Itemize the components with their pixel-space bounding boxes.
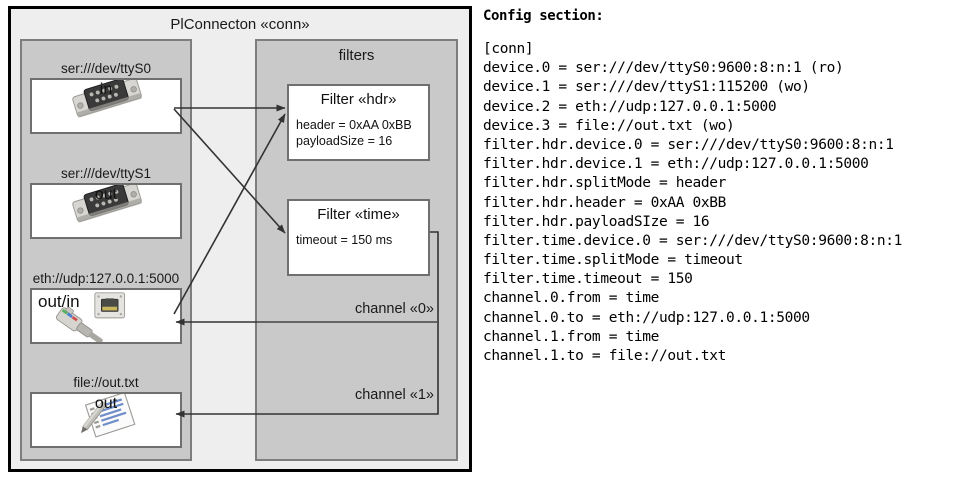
device-ttys1-direction: out bbox=[94, 186, 118, 203]
config-line: channel.1.from = time bbox=[483, 328, 659, 345]
config-line: filter.hdr.payloadSIze = 16 bbox=[483, 213, 710, 230]
device-ttys1-caption: ser:///dev/ttyS1 bbox=[60, 166, 152, 181]
ethernet-jack-icon bbox=[55, 292, 126, 342]
config-line: filter.time.device.0 = ser:///dev/ttyS0:… bbox=[483, 232, 902, 249]
config-line: channel.0.from = time bbox=[483, 290, 659, 307]
serial-port-icon bbox=[72, 185, 142, 223]
serial-port-icon bbox=[72, 80, 142, 118]
device-eth[interactable]: eth://udp:127.0.0.1:5000 out/in bbox=[30, 271, 182, 344]
connector-diagram: PlConnecton «conn» filters ser:///dev/tt… bbox=[8, 6, 472, 472]
device-file-direction: out bbox=[94, 395, 118, 412]
device-eth-box[interactable]: out/in bbox=[30, 288, 182, 344]
config-line: filter.hdr.header = 0xAA 0xBB bbox=[483, 194, 727, 211]
filter-hdr-title: Filter «hdr» bbox=[320, 91, 397, 108]
device-file-box[interactable]: out bbox=[30, 392, 182, 448]
channel-1-label: channel «1» bbox=[354, 387, 434, 403]
filter-time[interactable]: Filter «time» timeout = 150 ms bbox=[287, 199, 430, 276]
config-heading: Config section: bbox=[483, 8, 604, 24]
config-line: filter.hdr.device.0 = ser:///dev/ttyS0:9… bbox=[483, 136, 894, 153]
device-ttys1[interactable]: ser:///dev/ttyS1 out bbox=[30, 166, 182, 239]
config-line: [conn] bbox=[483, 41, 534, 57]
config-line: filter.hdr.device.1 = eth://udp:127.0.0.… bbox=[483, 156, 869, 173]
config-line: filter.time.splitMode = timeout bbox=[483, 252, 743, 269]
filter-hdr[interactable]: Filter «hdr» header = 0xAA 0xBB payloadS… bbox=[287, 84, 430, 161]
config-line: device.1 = ser:///dev/ttyS1:115200 (wo) bbox=[483, 79, 810, 96]
device-ttys1-box[interactable]: out bbox=[30, 183, 182, 239]
config-line: channel.0.to = eth://udp:127.0.0.1:5000 bbox=[483, 309, 810, 326]
device-ttys0-box[interactable]: in bbox=[30, 78, 182, 134]
device-eth-direction: out/in bbox=[38, 292, 80, 311]
config-line: device.3 = file://out.txt (wo) bbox=[483, 117, 735, 134]
config-line: device.2 = eth://udp:127.0.0.1:5000 bbox=[483, 98, 777, 115]
filter-time-title: Filter «time» bbox=[317, 206, 400, 223]
config-section: Config section: [conn] device.0 = ser:///… bbox=[483, 8, 958, 366]
device-ttys0-direction: in bbox=[99, 81, 113, 98]
filters-panel-title: filters bbox=[338, 47, 375, 64]
config-line: channel.1.to = file://out.txt bbox=[483, 348, 727, 364]
device-ttys0-caption: ser:///dev/ttyS0 bbox=[60, 61, 152, 76]
config-line: device.0 = ser:///dev/ttyS0:9600:8:n:1 (… bbox=[483, 60, 844, 77]
device-file[interactable]: file://out.txt out bbox=[30, 375, 182, 448]
diagram-title: PlConnecton «conn» bbox=[170, 16, 310, 33]
device-eth-caption: eth://udp:127.0.0.1:5000 bbox=[32, 271, 180, 286]
channel-0-label: channel «0» bbox=[354, 301, 434, 317]
filter-time-prop-timeout: timeout = 150 ms bbox=[296, 233, 393, 247]
filter-hdr-prop-payloadsize: payloadSize = 16 bbox=[296, 134, 393, 148]
config-line: filter.hdr.splitMode = header bbox=[483, 175, 727, 192]
config-line: filter.time.timeout = 150 bbox=[483, 271, 693, 288]
device-file-caption: file://out.txt bbox=[73, 375, 139, 390]
filter-hdr-prop-header: header = 0xAA 0xBB bbox=[296, 118, 412, 132]
text-document-icon bbox=[81, 394, 136, 438]
config-lines[interactable]: [conn] device.0 = ser:///dev/ttyS0:9600:8… bbox=[483, 40, 958, 366]
device-ttys0[interactable]: ser:///dev/ttyS0 in bbox=[30, 61, 182, 134]
